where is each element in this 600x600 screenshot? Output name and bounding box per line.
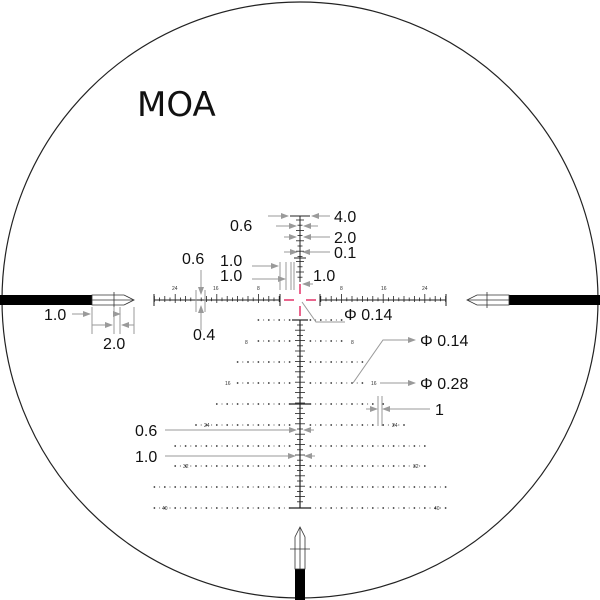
callout-4-0: 4.0	[334, 209, 356, 226]
callout-center-dot: Φ 0.14	[344, 307, 392, 324]
lower-vertical-stadia	[290, 319, 310, 509]
lower-vertical-ticks	[295, 324, 305, 503]
callout-large-dot: Φ 0.28	[420, 376, 468, 393]
top-vertical-stadia	[290, 215, 310, 282]
h-label-left-8: 8	[257, 286, 260, 292]
h-label-right-16: 16	[381, 286, 387, 292]
vertical-stadia-callouts: 0.6 1.0	[135, 423, 315, 466]
left-post	[0, 295, 92, 305]
horizontal-ticks	[153, 294, 447, 303]
callout-1-0-b: 1.0	[220, 268, 242, 285]
row-label-40-left: 40	[162, 506, 168, 512]
left-post-callouts: 1.0 2.0	[44, 307, 135, 353]
horizontal-stadia	[153, 294, 447, 306]
callout-1-0-c: 1.0	[313, 268, 335, 285]
center-cross	[284, 284, 316, 316]
h-label-right-24: 24	[422, 286, 428, 292]
row-label-24-right: 24	[392, 423, 398, 429]
row-label-8-right: 8	[351, 340, 354, 346]
center-dot-callout: Φ 0.14	[301, 301, 392, 324]
callout-0-6-top: 0.6	[230, 218, 252, 235]
row-label-32-right: 32	[413, 464, 419, 470]
row-label-16-right: 16	[371, 381, 377, 387]
right-post	[509, 295, 600, 305]
tree-callouts: Φ 0.14 Φ 0.28 1	[352, 333, 468, 426]
h-label-right-8: 8	[340, 286, 343, 292]
callout-0-1: 0.1	[334, 245, 356, 262]
horizontal-scale-labels: 24 16 8 8 16 24	[172, 286, 428, 292]
bottom-post	[295, 569, 305, 600]
thick-posts	[0, 292, 600, 600]
callout-small-dot: Φ 0.14	[420, 333, 468, 350]
callout-0-4: 0.4	[193, 327, 215, 344]
callout-0-6-left: 0.6	[182, 251, 204, 268]
callout-1-0-vertical: 1.0	[135, 449, 157, 466]
row-label-40-right: 40	[434, 506, 440, 512]
tree-row-labels: 8 8 16 16 24 24 32 32 40 40	[162, 340, 440, 512]
h-label-left-24: 24	[172, 286, 178, 292]
unit-title: MOA	[137, 85, 216, 125]
top-stadia-callouts: 4.0 0.6 2.0 0.1 1.0 1.0 1.0	[220, 209, 356, 290]
right-post-tip-icon	[466, 292, 510, 308]
row-label-24-left: 24	[204, 423, 210, 429]
callout-2-0-top: 2.0	[334, 230, 356, 247]
callout-1-0-left-post: 1.0	[44, 307, 66, 324]
row-label-16-left: 16	[225, 381, 231, 387]
callout-spacing-1: 1	[435, 402, 444, 419]
callout-1-0-a: 1.0	[220, 253, 242, 270]
row-label-8-left: 8	[245, 340, 248, 346]
holdover-dot-tree	[153, 319, 447, 509]
bottom-post-tip-icon	[290, 526, 310, 570]
left-post-tip-icon	[91, 292, 135, 308]
callout-2-0-left-post: 2.0	[103, 336, 125, 353]
horizontal-tick-callouts: 0.6 0.4	[182, 251, 215, 344]
callout-0-6-vertical: 0.6	[135, 423, 157, 440]
h-label-left-16: 16	[213, 286, 219, 292]
row-label-32-left: 32	[183, 464, 189, 470]
